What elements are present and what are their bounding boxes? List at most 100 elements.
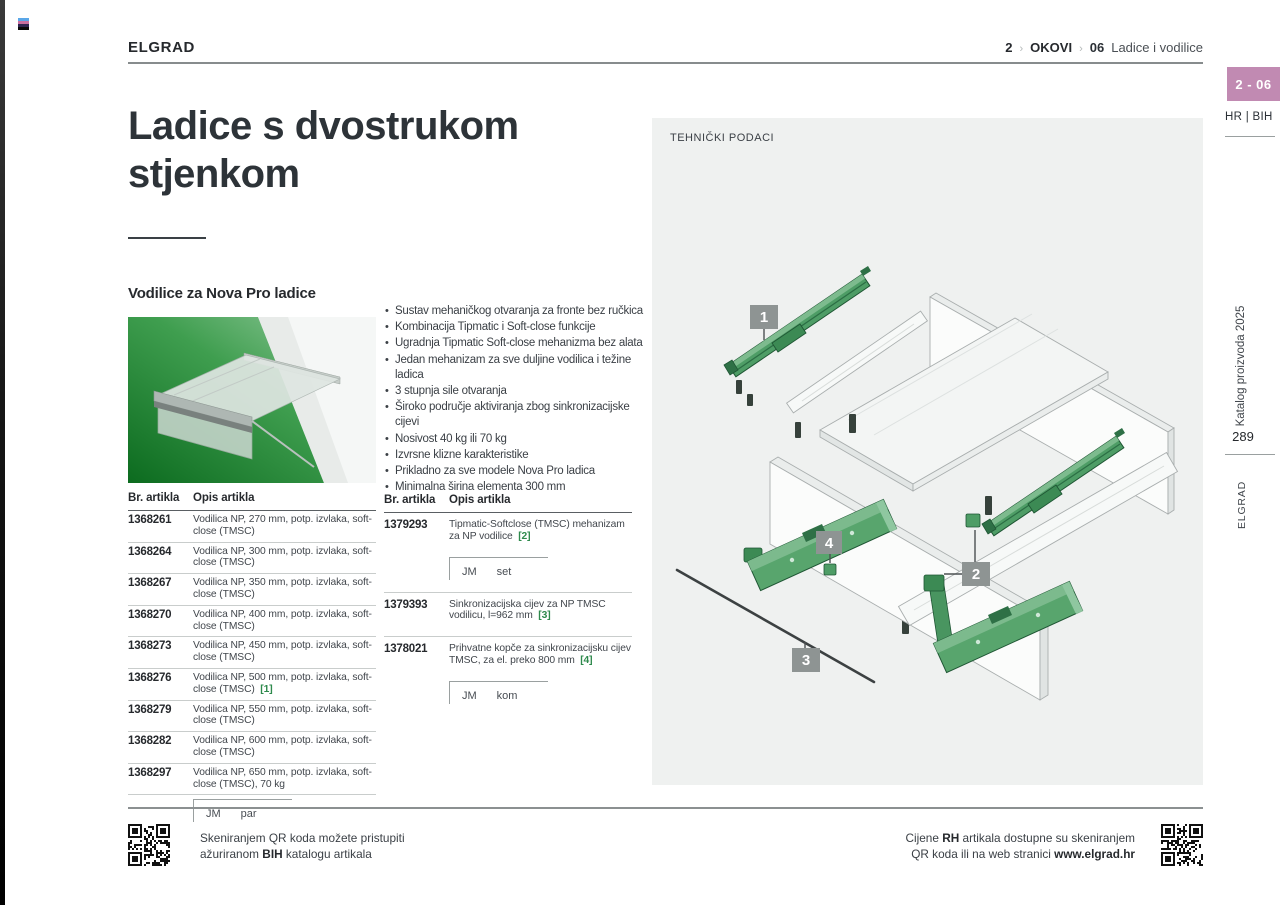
footer-right-line1: Cijene RH artikala dostupne su skeniranj… (905, 831, 1135, 845)
breadcrumb-level-3-number: 06 (1089, 40, 1105, 55)
rh-bold: RH (942, 831, 960, 845)
article-number: 1378021 (384, 643, 428, 656)
row-divider (384, 591, 632, 593)
feature-item: 3 stupnja sile otvaranja (384, 384, 650, 399)
exploded-drawer-diagram: 1 2 3 4 (675, 266, 1179, 701)
part-label-box-1 (750, 305, 778, 329)
brand-vertical-label: ELGRAD (1236, 481, 1248, 529)
article-number: 1368279 (128, 703, 172, 716)
feature-item: Sustav mehaničkog otvaranja za fronte be… (384, 304, 650, 319)
article-description: Vodilica NP, 270 mm, potp. izvlaka, soft… (193, 514, 372, 537)
footer-left-line1: Skeniranjem QR koda možete pristupiti (200, 831, 405, 845)
figure-reference: [3] (538, 610, 551, 622)
breadcrumb-level-3-label: Ladice i vodilice (1111, 40, 1203, 55)
figure-reference: [2] (518, 530, 531, 542)
product-photo (128, 317, 376, 483)
table-row: 1368264 Vodilica NP, 300 mm, potp. izvlak… (128, 543, 376, 575)
article-description: Vodilica NP, 350 mm, potp. izvlaka, soft… (193, 577, 372, 600)
article-description: Vodilica NP, 600 mm, potp. izvlaka, soft… (193, 735, 372, 758)
table-header: Br. artikla Opis artikla (384, 494, 632, 513)
unit-label: JM (462, 689, 477, 702)
breadcrumb-level-1: 2 (1005, 40, 1013, 55)
feature-item: Kombinacija Tipmatic i Soft-close funkci… (384, 320, 650, 335)
chapter-tab-badge: 2 - 06 (1227, 67, 1280, 101)
article-description: Vodilica NP, 400 mm, potp. izvlaka, soft… (193, 608, 372, 632)
bih-bold: BIH (262, 847, 283, 861)
table-row: 1378021 Prihvatne kopče za sinkronizacijs… (384, 637, 632, 669)
feature-item: Široko područje aktiviranja zbog sinkron… (384, 400, 650, 430)
print-registration-mark (18, 18, 29, 31)
article-description: Vodilica NP, 450 mm, potp. izvlaka, soft… (193, 640, 372, 664)
column-header-desc: Opis artikla (193, 492, 255, 504)
page-title: Ladice s dvostrukom stjenkom (128, 102, 519, 198)
website-bold: www.elgrad.hr (1054, 847, 1135, 861)
column-header-sku: Br. artikla (128, 492, 180, 504)
sidebar-divider (1225, 454, 1275, 455)
article-number: 1368282 (128, 735, 172, 748)
column-header-desc: Opis artikla (449, 494, 511, 506)
figure-reference: [4] (580, 654, 593, 666)
article-description: Sinkronizacijska cijev za NP TMSC vodili… (449, 598, 606, 622)
table-row: 1368273 Vodilica NP, 450 mm, potp. izvlak… (128, 637, 376, 669)
footer-left-note: Skeniranjem QR koda možete pristupiti až… (200, 830, 405, 862)
chevron-right-icon: › (1079, 43, 1083, 55)
breadcrumb: 2 › OKOVI › 06 Ladice i vodilice (1005, 40, 1203, 55)
article-number: 1368297 (128, 766, 172, 779)
feature-item: Minimalna širina elementa 300 mm (384, 480, 650, 495)
figure-reference: [1] (260, 683, 273, 695)
article-number: 1368270 (128, 608, 172, 621)
feature-bullets: Sustav mehaničkog otvaranja za fronte be… (384, 304, 650, 496)
article-number: 1368276 (128, 671, 172, 684)
feature-item: Izvrsne klizne karakteristike (384, 448, 650, 463)
feature-item: Jedan mehanizam za sve duljine vodilica … (384, 353, 650, 383)
table-header: Br. artikla Opis artikla (128, 492, 376, 511)
page-number: 289 (1232, 429, 1254, 444)
unit-label: JM (462, 565, 477, 578)
unit-value: par (240, 808, 257, 821)
article-description: Prihvatne kopče za sinkronizacijsku cije… (449, 643, 631, 666)
feature-list: Sustav mehaničkog otvaranja za fronte be… (384, 304, 650, 496)
table-row: 1368270 Vodilica NP, 400 mm, potp. izvlak… (128, 606, 376, 638)
page-title-line2: stjenkom (128, 152, 300, 196)
column-header-sku: Br. artikla (384, 494, 436, 506)
header-divider (128, 62, 1203, 64)
section-heading: Vodilice za Nova Pro ladice (128, 285, 316, 302)
technical-data-heading: TEHNIČKI PODACI (670, 132, 775, 144)
unit-label: JM (206, 808, 221, 821)
sync-rod (675, 568, 876, 684)
brand-logo: ELGRAD (128, 39, 195, 56)
footer-left-line2: ažuriranom BIH katalogu artikala (200, 847, 372, 861)
table-row: 1368282 Vodilica NP, 600 mm, potp. izvlak… (128, 732, 376, 764)
part-label-box-3 (792, 648, 820, 672)
breadcrumb-level-2: OKOVI (1030, 40, 1073, 55)
article-number: 1368264 (128, 545, 172, 558)
part-label-box-4 (816, 531, 842, 554)
sidebar-divider (1225, 136, 1275, 137)
article-description: Vodilica NP, 650 mm, potp. izvlaka, soft… (193, 766, 372, 790)
technical-data-panel: TEHNIČKI PODACI (652, 118, 1203, 785)
qr-code-bih-catalog (128, 824, 170, 866)
part-label-box-2 (962, 562, 990, 586)
catalog-edition-vertical-label: Katalog proizvoda 2025 (1235, 305, 1247, 427)
article-description: Vodilica NP, 300 mm, potp. izvlaka, soft… (193, 545, 372, 569)
unit-box: JM par (193, 799, 292, 823)
article-description: Vodilica NP, 500 mm, potp. izvlaka, soft… (193, 671, 372, 695)
leader-lines (763, 329, 976, 648)
tmsc-mechanism-plate (923, 574, 1084, 674)
sync-rod-clip (823, 563, 837, 576)
feature-item: Nosivost 40 kg ili 70 kg (384, 432, 650, 447)
page-title-line1: Ladice s dvostrukom (128, 104, 519, 148)
article-number: 1368273 (128, 640, 172, 653)
